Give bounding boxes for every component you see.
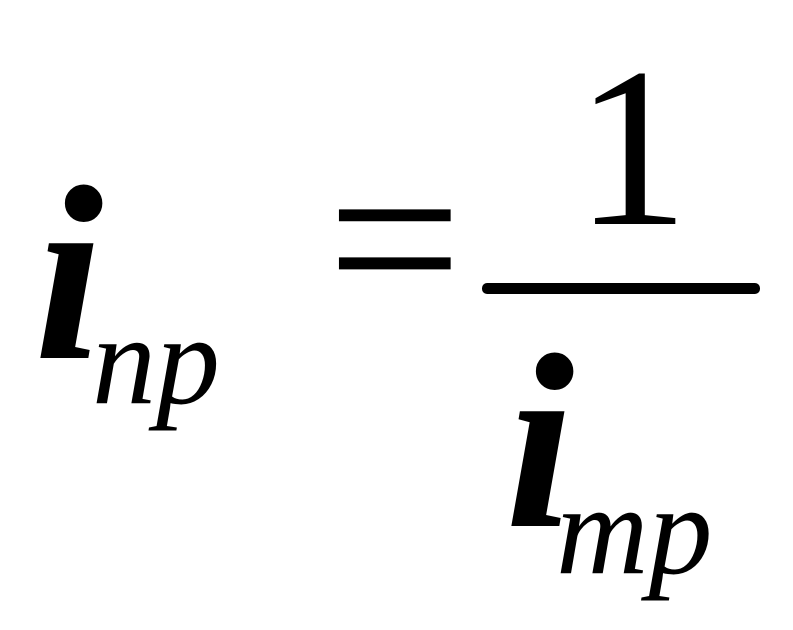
lhs-subscript: np: [92, 289, 220, 431]
lhs-variable: i: [34, 136, 104, 413]
equals-sign: =: [327, 105, 463, 371]
denominator-subscript: mp: [556, 459, 713, 601]
fraction-bar: [482, 283, 760, 294]
denominator-variable: i: [505, 304, 575, 581]
fraction-numerator: 1: [575, 22, 689, 274]
